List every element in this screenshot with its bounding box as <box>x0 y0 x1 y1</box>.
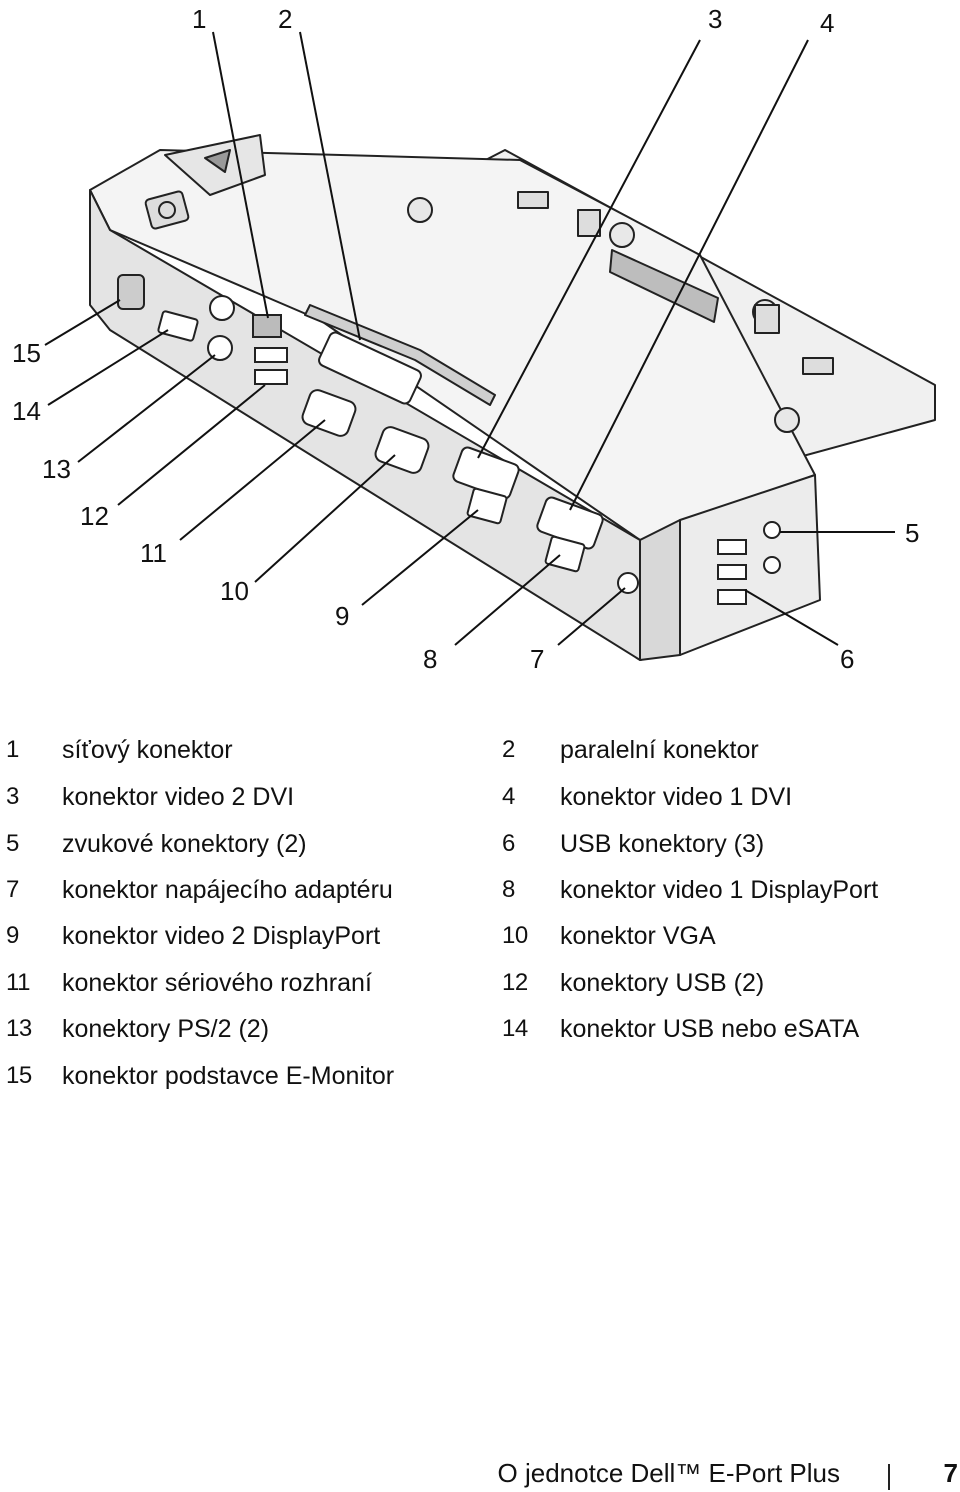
legend-text: síťový konektor <box>62 736 233 764</box>
legend-number: 3 <box>6 783 19 810</box>
callout-5: 5 <box>905 518 919 548</box>
legend-number: 4 <box>502 783 515 810</box>
legend-text: konektor VGA <box>560 922 716 950</box>
legend-number: 1 <box>6 736 19 763</box>
legend-text: zvukové konektory (2) <box>62 830 307 858</box>
callout-1: 1 <box>192 4 206 34</box>
callout-3: 3 <box>708 4 722 34</box>
leader-lines <box>44 31 895 646</box>
legend-text: konektory PS/2 (2) <box>62 1015 270 1043</box>
callout-7: 7 <box>530 644 544 674</box>
legend-number: 13 <box>6 1015 32 1042</box>
legend-number: 14 <box>502 1015 528 1042</box>
legend-text: konektor sériového rozhraní <box>62 969 372 997</box>
device-body <box>89 134 936 661</box>
legend-text: konektor podstavce E-Monitor <box>62 1062 395 1090</box>
callout-4: 4 <box>820 8 834 38</box>
legend-number: 15 <box>6 1062 32 1089</box>
footer-title: O jednotce Dell™ E-Port Plus <box>497 1458 840 1488</box>
rear-ports <box>117 274 781 605</box>
legend-number: 6 <box>502 830 515 857</box>
eport-plus-illustration: 1 2 3 4 5 6 7 8 9 10 11 12 13 14 15 <box>12 4 936 674</box>
callout-6: 6 <box>840 644 854 674</box>
callout-2: 2 <box>278 4 292 34</box>
legend-number: 10 <box>502 922 528 949</box>
callout-numbers: 1 2 3 4 5 6 7 8 9 10 11 12 13 14 15 <box>12 4 919 674</box>
legend-number: 8 <box>502 876 515 903</box>
legend-number: 11 <box>6 969 30 996</box>
legend-text: konektory USB (2) <box>560 969 765 997</box>
legend-number: 12 <box>502 969 528 996</box>
callout-13: 13 <box>42 454 71 484</box>
legend-number: 2 <box>502 736 515 763</box>
legend-number: 9 <box>6 922 19 949</box>
callout-11: 11 <box>140 538 167 568</box>
legend-text: USB konektory (3) <box>560 830 765 858</box>
page-footer: O jednotce Dell™ E-Port Plus 7 <box>0 1458 960 1492</box>
legend-text: konektor napájecího adaptéru <box>62 876 393 904</box>
callout-8: 8 <box>423 644 437 674</box>
footer-separator <box>888 1464 890 1490</box>
legend-text: konektor video 1 DisplayPort <box>560 876 879 904</box>
callout-15: 15 <box>12 338 41 368</box>
legend-text: konektor video 1 DVI <box>560 783 793 811</box>
legend-text: konektor USB nebo eSATA <box>560 1015 860 1043</box>
legend-text: konektor video 2 DisplayPort <box>62 922 381 950</box>
callout-12: 12 <box>80 501 109 531</box>
page-number: 7 <box>943 1458 958 1488</box>
callout-9: 9 <box>335 601 349 631</box>
callout-10: 10 <box>220 576 249 606</box>
callout-14: 14 <box>12 396 41 426</box>
legend-number: 5 <box>6 830 19 857</box>
legend-text: paralelní konektor <box>560 736 759 764</box>
legend-number: 7 <box>6 876 19 903</box>
legend-text: konektor video 2 DVI <box>62 783 295 811</box>
